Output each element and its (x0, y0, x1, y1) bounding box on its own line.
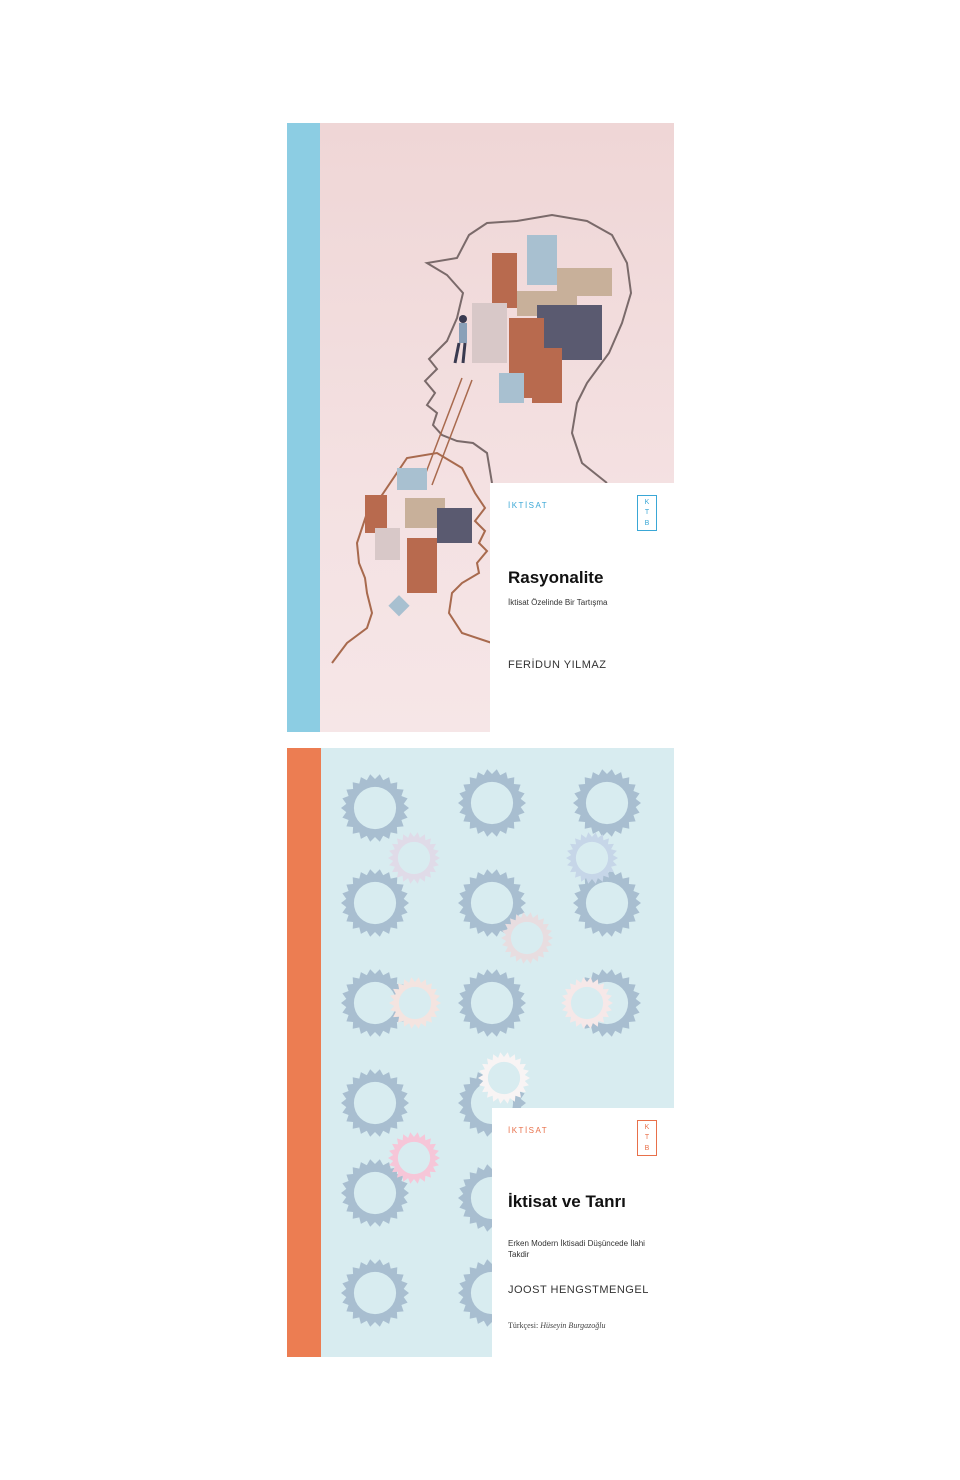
publisher-logo: K T B (637, 495, 657, 531)
book-title: İktisat ve Tanrı (508, 1192, 626, 1211)
gear-icon (566, 832, 618, 884)
book-author: JOOST HENGSTMENGEL (508, 1284, 649, 1296)
book-spine (287, 123, 320, 732)
book-author: FERİDUN YILMAZ (508, 659, 607, 671)
logo-letter: T (644, 509, 650, 517)
book-title: Rasyonalite (508, 568, 604, 587)
gear-icon (458, 869, 526, 937)
gear-icon (388, 832, 440, 884)
book-cover-iktisat-ve-tanri[interactable]: İKTİSAT K T B İktisat ve Tanrı Erken Mod… (287, 748, 674, 1357)
gear-icon (341, 774, 409, 842)
gear-icon (341, 1069, 409, 1137)
category-label: İKTİSAT (508, 1126, 549, 1135)
gear-icon (573, 769, 641, 837)
translator-line: Türkçesi: Hüseyin Burgazoğlu (508, 1321, 605, 1330)
gear-icon (458, 969, 526, 1037)
gear-icon (341, 1159, 409, 1227)
book-cover-rasyonalite[interactable]: İKTİSAT K T B Rasyonalite İktisat Özelin… (287, 123, 674, 732)
logo-letter: K (644, 1123, 650, 1131)
translator-label: Türkçesi: (508, 1321, 539, 1330)
gear-icon (561, 977, 613, 1029)
logo-letter: B (644, 1145, 650, 1153)
translator-name: Hüseyin Burgazoğlu (540, 1321, 606, 1330)
book-spine (287, 748, 321, 1357)
logo-letter: B (644, 520, 650, 528)
gear-icon (501, 912, 553, 964)
logo-letter: K (644, 498, 650, 506)
cover-label: İKTİSAT K T B Rasyonalite İktisat Özelin… (490, 483, 674, 732)
book-subtitle: Erken Modern İktisadi Düşüncede İlahi Ta… (508, 1239, 645, 1259)
gear-icon (458, 769, 526, 837)
gear-icon (388, 1132, 440, 1184)
gear-icon (389, 977, 441, 1029)
gear-icon (341, 969, 409, 1037)
cover-label: İKTİSAT K T B İktisat ve Tanrı Erken Mod… (492, 1108, 674, 1357)
category-label: İKTİSAT (508, 501, 549, 510)
gear-icon (341, 869, 409, 937)
publisher-logo: K T B (637, 1120, 657, 1156)
gear-icon (573, 869, 641, 937)
heads-illustration (331, 213, 633, 664)
logo-letter: T (644, 1134, 650, 1142)
gear-icon (341, 1259, 409, 1327)
gear-icon (478, 1052, 530, 1104)
book-subtitle: İktisat Özelinde Bir Tartışma (508, 598, 608, 607)
gears-illustration (341, 769, 641, 1327)
